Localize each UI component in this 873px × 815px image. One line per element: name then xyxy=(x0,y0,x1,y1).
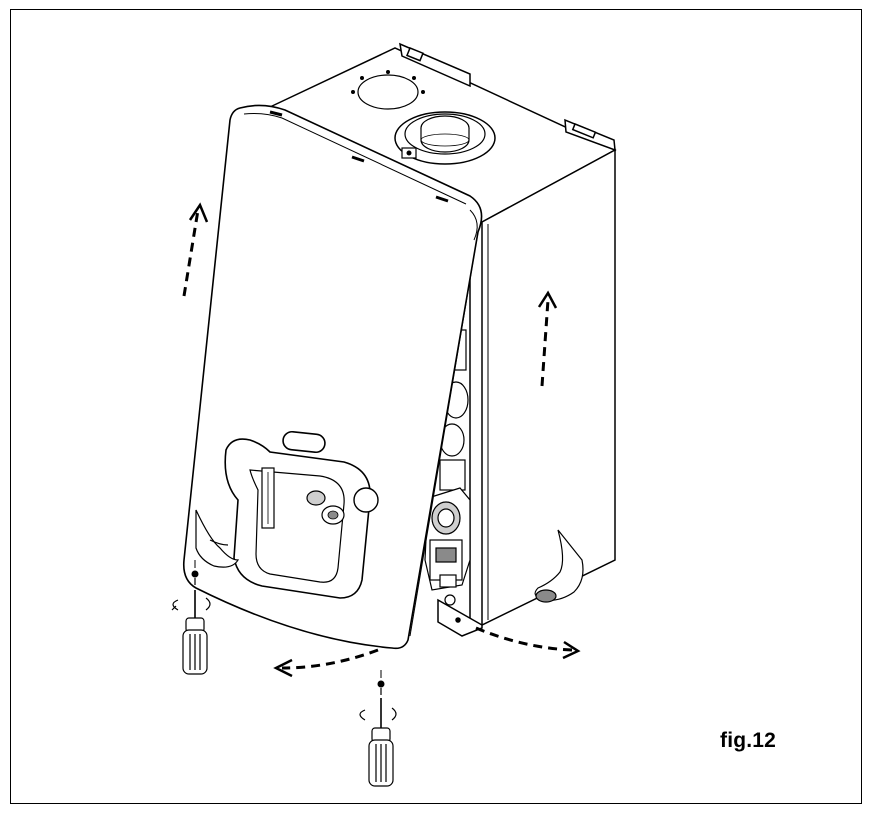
screwdriver-icon xyxy=(359,698,397,787)
lift-arrow-left xyxy=(182,202,209,297)
screw-icon xyxy=(191,560,199,585)
hand-icon xyxy=(195,509,240,568)
flue-outlet xyxy=(394,111,496,165)
hand-icon xyxy=(534,529,584,603)
air-intake-cover xyxy=(351,70,425,110)
figure-label: fig.12 xyxy=(720,729,777,752)
swing-arrow-right xyxy=(475,626,581,660)
boiler-side-face xyxy=(481,148,616,627)
logo-slot xyxy=(282,430,326,454)
lift-arrow-right xyxy=(537,290,558,387)
display-window xyxy=(224,438,371,599)
screw-icon xyxy=(377,670,385,695)
screwdriver-icon xyxy=(171,590,211,675)
swing-arrow-left xyxy=(273,648,379,678)
pressure-gauge-hole xyxy=(353,487,379,513)
